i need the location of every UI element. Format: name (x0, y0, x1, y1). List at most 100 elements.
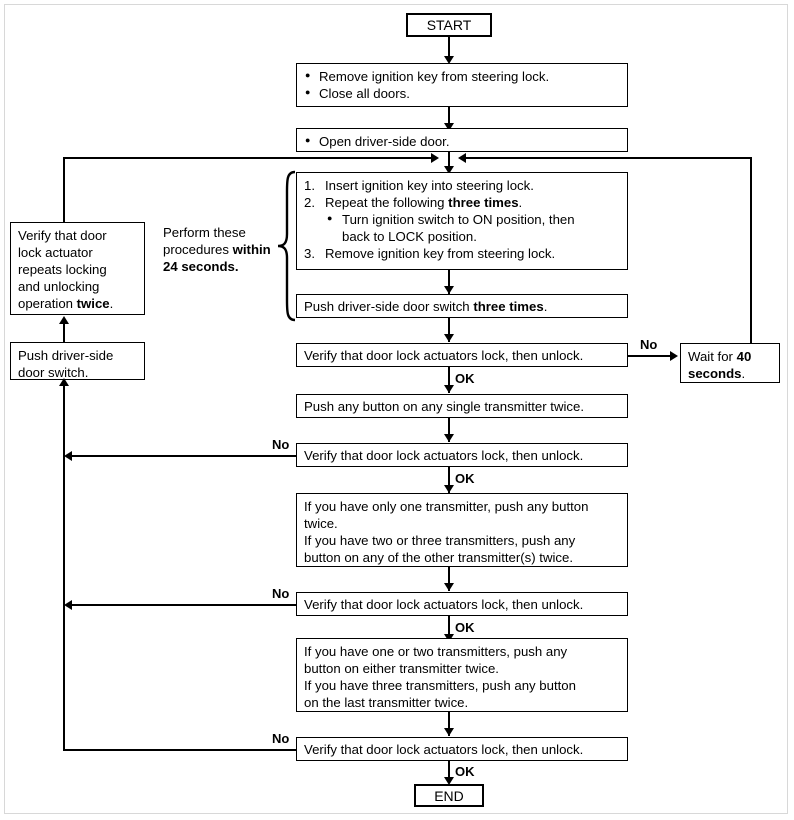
open-door-list: Open driver-side door. (304, 132, 620, 150)
verify-actuator-line-5-end: . (109, 296, 114, 311)
verify-actuator-repeat-box: Verify that door lock actuator repeats l… (10, 222, 145, 315)
push-switch-line-1: Push driver-side (18, 348, 114, 363)
feedback-bus-left-segment (63, 157, 431, 159)
label-ok-verify4: OK (455, 764, 475, 779)
open-door-item: Open driver-side door. (304, 132, 620, 150)
arrow-pushsingle-to-verify2 (444, 434, 454, 442)
arrow-keycycle-to-pushswitch3 (444, 286, 454, 294)
line-verify4-no-left (63, 749, 296, 751)
verify-actuator-line-1: Verify that door (18, 228, 107, 243)
note-line-3: 24 seconds. (163, 259, 239, 274)
line-verify1-no-to-wait (628, 355, 672, 357)
step-push-switch-three-box: Push driver-side door switch three times… (296, 294, 628, 318)
push-single-text: Push any button on any single transmitte… (304, 398, 585, 414)
transmitter-instruction-b-box: If you have one or two transmitters, pus… (296, 638, 628, 712)
verify-actuator-line-2: lock actuator (18, 245, 93, 260)
line-verify3-ok-to-transmitterB (448, 616, 450, 642)
note-line-2-plain: procedures (163, 242, 233, 257)
end-terminator: END (414, 784, 484, 807)
arrow-pushswitch3-to-verify1 (444, 334, 454, 342)
push-switch-three-end: . (543, 298, 548, 314)
arrow-transmitterB-to-verify4 (444, 728, 454, 736)
line-transmitterA-to-verify3 (448, 567, 450, 591)
verify-actuator-line-3: repeats locking (18, 262, 107, 277)
label-no-verify2: No (272, 437, 290, 452)
key-cycle-subitem: Turn ignition switch to ON position, the… (325, 210, 620, 245)
key-cycle-text-1: Insert ignition key into steering lock. (325, 178, 534, 193)
verify-1-box: Verify that door lock actuators lock, th… (296, 343, 628, 367)
verify-2-text: Verify that door lock actuators lock, th… (304, 447, 584, 463)
note-line-1: Perform these (163, 225, 246, 240)
key-cycle-sub-line1: Turn ignition switch to ON position, the… (342, 212, 575, 227)
transmitter-a-line-2: twice. (304, 516, 338, 531)
push-switch-three-plain: Push driver-side door switch (304, 298, 474, 314)
line-opendoor-to-keycycle (448, 152, 450, 174)
arrow-start-to-prep (444, 56, 454, 64)
key-cycle-text-2-end: . (518, 195, 523, 210)
verify-1-text: Verify that door lock actuators lock, th… (304, 347, 584, 363)
note-line-2-bold: within (232, 242, 271, 257)
arrow-verify2-no-left (64, 451, 72, 461)
feedback-bus-right-segment (466, 157, 752, 159)
key-cycle-item-2: 2. Repeat the following three times. Tur… (304, 194, 620, 245)
transmitter-b-line-3: If you have three transmitters, push any… (304, 678, 576, 693)
key-cycle-list: 1. Insert ignition key into steering loc… (304, 177, 620, 262)
key-cycle-item-3: 3. Remove ignition key from steering loc… (304, 245, 620, 262)
label-no-verify3: No (272, 586, 290, 601)
key-cycle-item-1: 1. Insert ignition key into steering loc… (304, 177, 620, 194)
transmitter-instruction-a-box: If you have only one transmitter, push a… (296, 493, 628, 567)
page-border (4, 4, 788, 814)
label-ok-verify3: OK (455, 620, 475, 635)
push-switch-line-2: door switch. (18, 365, 89, 380)
step-key-cycle-box: 1. Insert ignition key into steering loc… (296, 172, 628, 270)
push-switch-three-bold: three times (473, 298, 544, 314)
arrow-verify2-ok-to-transmitterA (444, 485, 454, 493)
prep-list: Remove ignition key from steering lock. … (304, 67, 620, 102)
start-terminator: START (406, 13, 492, 37)
prep-item-2: Close all doors. (304, 84, 620, 102)
line-verify2-ok-to-transmitterA (448, 467, 450, 493)
arrow-verify1-no-to-wait (670, 351, 678, 361)
line-keycycle-to-pushswitch3 (448, 270, 450, 294)
label-no-verify1: No (640, 337, 658, 352)
line-pushswitch3-to-verify1 (448, 318, 450, 342)
end-label: END (434, 788, 464, 804)
arrow-opendoor-to-keycycle (444, 166, 454, 174)
arrow-pushswitch-to-verifyactuator (59, 316, 69, 324)
verify-4-text: Verify that door lock actuators lock, th… (304, 741, 584, 757)
timing-note: Perform these procedures within 24 secon… (163, 224, 275, 275)
prep-item-1: Remove ignition key from steering lock. (304, 67, 620, 85)
line-verify2-no-left (72, 455, 296, 457)
line-verify4-ok-to-end (448, 761, 450, 783)
transmitter-a-line-3: If you have two or three transmitters, p… (304, 533, 576, 548)
verify-3-text: Verify that door lock actuators lock, th… (304, 596, 584, 612)
verify-actuator-line-5-plain: operation (18, 296, 77, 311)
key-cycle-text-3: Remove ignition key from steering lock. (325, 246, 556, 261)
key-cycle-text-2-bold: three times (448, 195, 519, 210)
transmitter-a-line-4: button on any of the other transmitter(s… (304, 550, 574, 565)
label-ok-verify2: OK (455, 471, 475, 486)
key-cycle-num-1: 1. (304, 178, 315, 193)
line-pushswitch-to-verifyactuator (63, 320, 65, 342)
timing-brace (275, 170, 297, 322)
line-verify1-ok-to-pushsingle (448, 367, 450, 393)
verify-2-box: Verify that door lock actuators lock, th… (296, 443, 628, 467)
arrow-left-feedback-into-junction (431, 153, 439, 163)
line-transmitterB-to-verify4 (448, 712, 450, 736)
arrow-prep-to-opendoor (444, 123, 454, 131)
verify-actuator-line-4: and unlocking (18, 279, 100, 294)
label-no-verify4: No (272, 731, 290, 746)
line-pushsingle-to-verify2 (448, 418, 450, 442)
push-single-transmitter-box: Push any button on any single transmitte… (296, 394, 628, 418)
step-open-door-box: Open driver-side door. (296, 128, 628, 152)
transmitter-b-line-2: button on either transmitter twice. (304, 661, 499, 676)
line-left-riser-to-bus (63, 157, 65, 223)
transmitter-a-line-1: If you have only one transmitter, push a… (304, 499, 589, 514)
push-switch-three-text: Push driver-side door switch three times… (304, 298, 547, 315)
key-cycle-text-2-plain: Repeat the following (325, 195, 449, 210)
line-right-riser-to-bus (750, 157, 752, 343)
arrow-verify1-ok-to-pushsingle (444, 385, 454, 393)
step-prep-box: Remove ignition key from steering lock. … (296, 63, 628, 107)
key-cycle-num-3: 3. (304, 246, 315, 261)
